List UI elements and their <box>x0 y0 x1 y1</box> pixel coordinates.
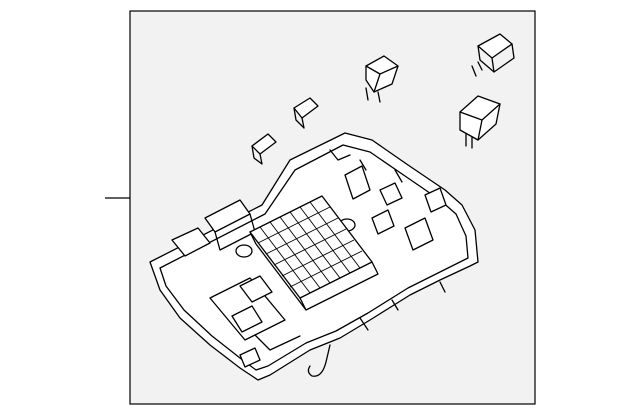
mini-fuse-1[interactable] <box>293 97 319 129</box>
relay-angled[interactable] <box>471 33 515 77</box>
fuse-grid <box>249 195 379 311</box>
fuse-box-assembly[interactable] <box>149 132 479 381</box>
relay-large[interactable] <box>459 95 501 149</box>
relay-small[interactable] <box>365 55 399 103</box>
mini-fuse-2[interactable] <box>251 133 277 165</box>
